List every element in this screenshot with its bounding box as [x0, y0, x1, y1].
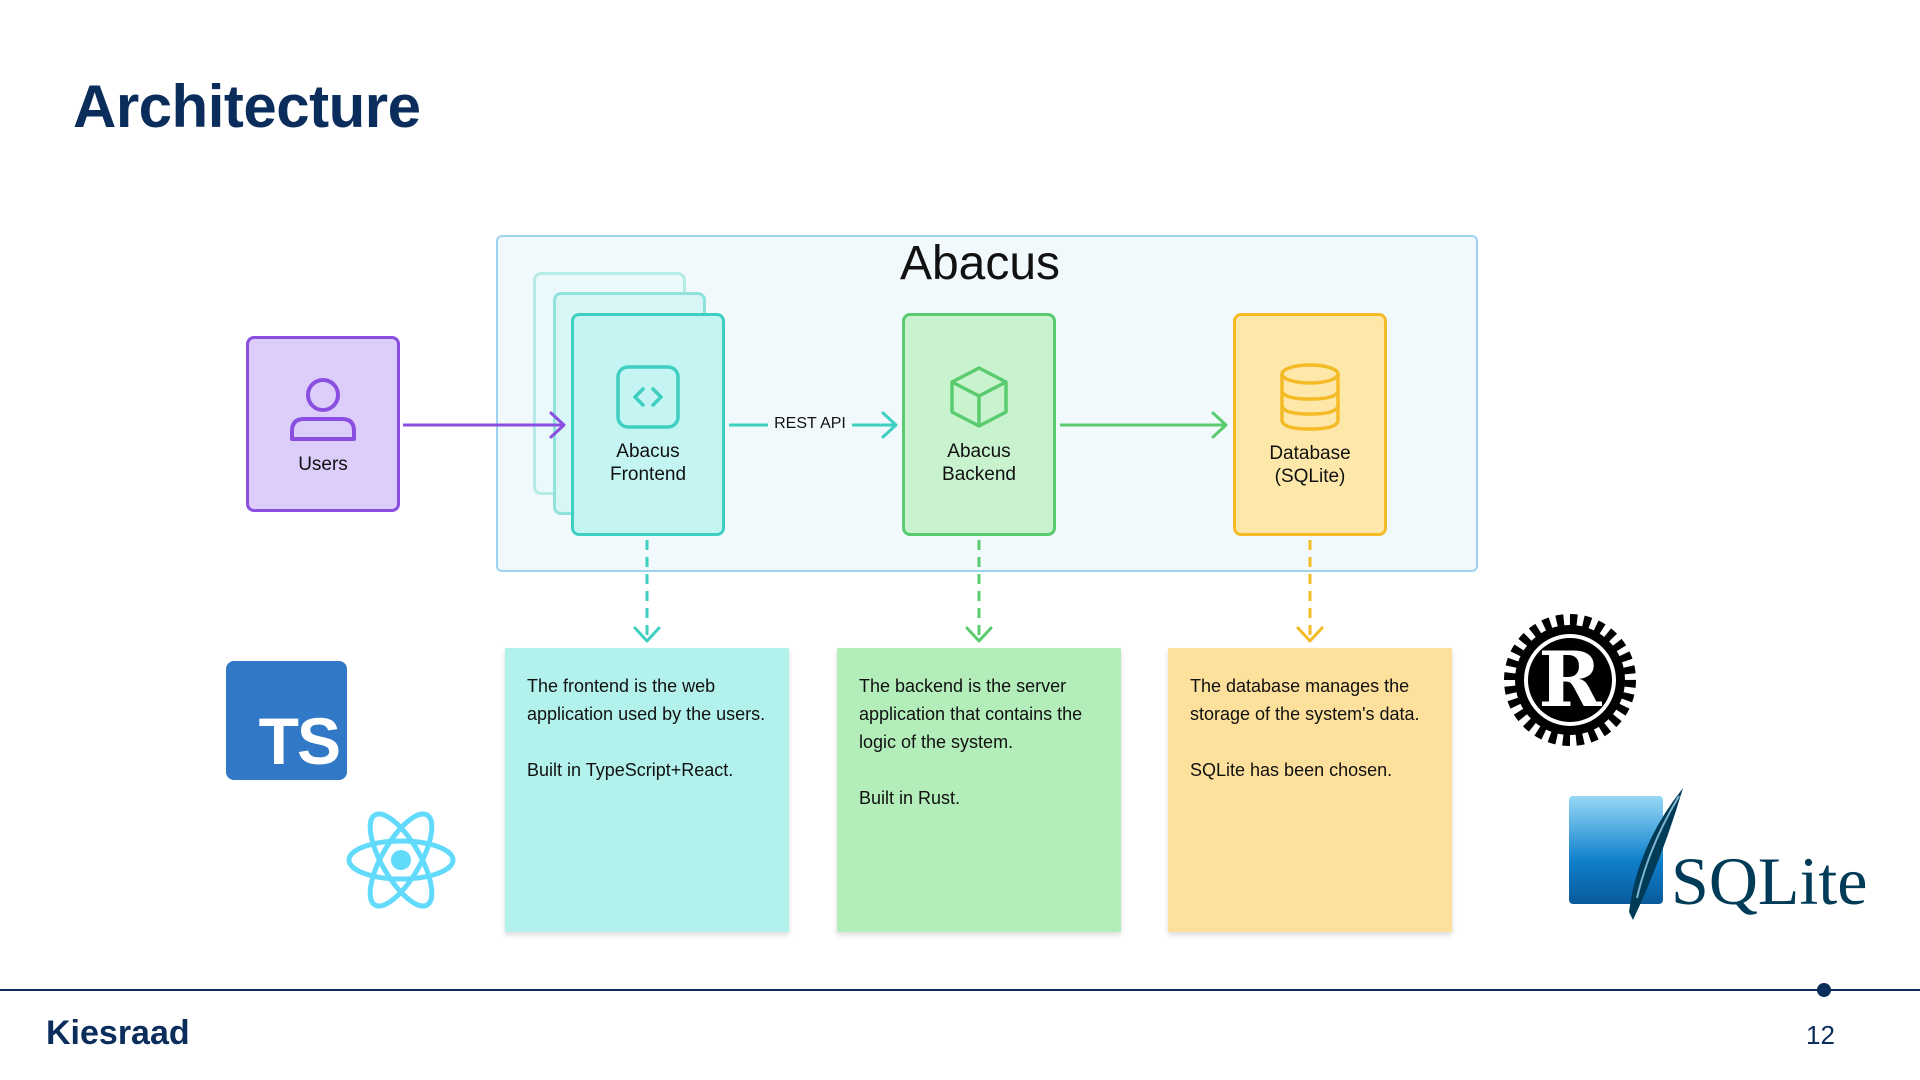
note-text: Built in TypeScript+React. [527, 760, 734, 780]
slide-title: Architecture [73, 73, 421, 140]
note-text: SQLite has been chosen. [1190, 760, 1393, 780]
typescript-logo-text: TS [258, 704, 341, 778]
backend-to-database-arrow [1060, 411, 1228, 439]
frontend-node: Abacus Frontend [571, 313, 725, 536]
cube-icon [950, 365, 1008, 428]
sqlite-logo-text: SQLite [1671, 843, 1867, 919]
users-node: Users [246, 336, 400, 512]
page-number: 12 [1806, 1020, 1835, 1050]
container-label: Abacus [899, 237, 1061, 290]
note-text: The database manages the storage of the … [1190, 676, 1420, 724]
sqlite-logo: SQLite [1569, 788, 1867, 920]
backend-node: Abacus Backend [902, 313, 1056, 536]
rust-logo-letter: R [1538, 635, 1602, 724]
database-note: The database manages the storage of the … [1168, 648, 1452, 932]
note-text: The backend is the server application th… [859, 676, 1083, 752]
frontend-note: The frontend is the web application used… [505, 648, 789, 932]
user-icon [290, 377, 356, 441]
database-icon [1280, 362, 1340, 431]
note-text: The frontend is the web application used… [527, 676, 766, 724]
backend-note: The backend is the server application th… [837, 648, 1121, 932]
backend-label: Abacus Backend [942, 440, 1016, 485]
rust-icon: R [1504, 614, 1636, 746]
backend-to-note-arrow [965, 540, 993, 643]
footer-dot [1817, 983, 1831, 997]
code-icon [616, 364, 680, 429]
frontend-label: Abacus Frontend [609, 440, 687, 485]
rest-api-arrow [729, 411, 898, 439]
rest-api-label: REST API [770, 415, 850, 433]
database-node: Database (SQLite) [1233, 313, 1387, 536]
database-label: Database (SQLite) [1269, 442, 1351, 487]
note-text: Built in Rust. [859, 788, 961, 808]
react-icon [346, 811, 456, 909]
database-to-note-arrow [1296, 540, 1324, 643]
footer-brand: Kiesraad [46, 1014, 190, 1052]
users-label: Users [298, 453, 348, 475]
typescript-logo: TS [226, 661, 347, 780]
frontend-to-note-arrow [633, 540, 661, 643]
footer-divider [0, 989, 1920, 991]
users-to-frontend-arrow [403, 411, 566, 439]
